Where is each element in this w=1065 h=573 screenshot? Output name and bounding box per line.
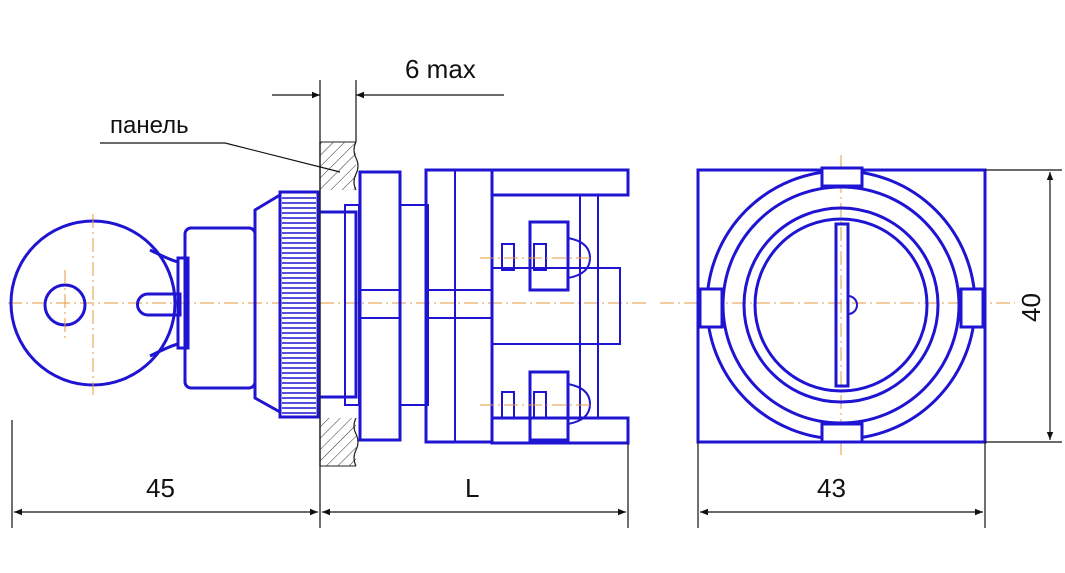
key-slot (834, 222, 850, 388)
adapter (399, 204, 429, 406)
knob-outer (742, 206, 940, 404)
height-dimension: 40 (985, 169, 1062, 443)
gap-dimension: 6 max (272, 54, 504, 142)
front-length-label: 45 (146, 473, 175, 503)
height-label: 40 (1016, 293, 1046, 322)
mounting-nut (358, 170, 402, 442)
knob-inner (753, 217, 929, 393)
front-flange (316, 210, 358, 399)
front-length-dimension: 45 (11, 420, 321, 528)
gap-label: 6 max (405, 54, 476, 84)
key-ring (9, 214, 182, 395)
body-length-dimension: L (322, 443, 629, 528)
side-view: панель 6 max 45 L (8, 54, 650, 528)
width-dimension: 43 (697, 442, 986, 528)
contact-block (424, 168, 630, 445)
panel-section (319, 141, 359, 467)
width-label: 43 (817, 473, 846, 503)
body-length-label: L (465, 473, 479, 503)
panel-label: панель (110, 112, 189, 139)
front-view: 43 40 (660, 155, 1062, 528)
knurled-ring (278, 190, 320, 419)
